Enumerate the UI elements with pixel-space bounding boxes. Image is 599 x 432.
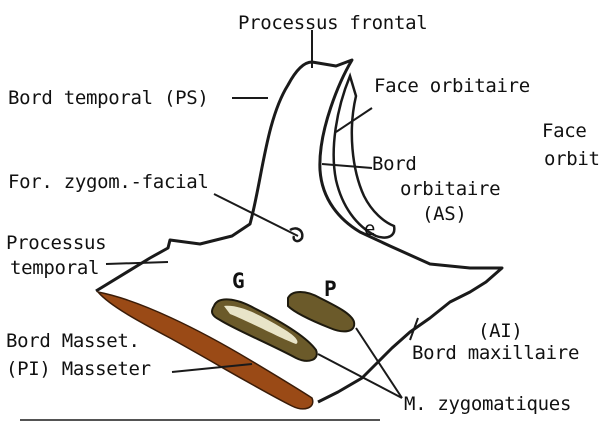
leader-m-zygomatiques-1 bbox=[318, 354, 402, 398]
label-bord-orbitaire-2: orbitaire bbox=[400, 178, 500, 200]
label-bord-maxillaire: Bord maxillaire bbox=[412, 342, 579, 364]
label-m-zygomatiques: M. zygomatiques bbox=[404, 393, 571, 415]
label-bord-orbitaire-3: (AS) bbox=[422, 203, 467, 225]
label-processus-frontal: Processus frontal bbox=[238, 12, 427, 34]
label-bord-orbitaire-1: Bord bbox=[372, 153, 417, 175]
label-ai: (AI) bbox=[478, 320, 523, 342]
label-processus-temporal-1: Processus bbox=[6, 232, 106, 254]
label-marker-p: P bbox=[324, 278, 336, 300]
label-marker-e: e bbox=[364, 218, 375, 240]
label-marker-g: G bbox=[232, 270, 244, 292]
label-bord-masset: Bord Masset. bbox=[6, 330, 140, 352]
label-processus-temporal-2: temporal bbox=[10, 257, 99, 279]
label-face-orbit-cut-2: orbit bbox=[544, 148, 599, 170]
label-face-orbitaire: Face orbitaire bbox=[374, 75, 530, 97]
muscle-p bbox=[288, 292, 354, 331]
leader-processus-temporal bbox=[106, 262, 168, 264]
label-face-orbit-cut-1: Face bbox=[542, 120, 587, 142]
label-pi-masseter: (PI) Masseter bbox=[6, 358, 151, 380]
label-bord-temporal: Bord temporal (PS) bbox=[8, 87, 209, 109]
leader-bord-orbitaire bbox=[322, 164, 372, 168]
label-for-zygom: For. zygom.-facial bbox=[8, 171, 209, 193]
leader-m-zygomatiques-2 bbox=[356, 328, 402, 398]
